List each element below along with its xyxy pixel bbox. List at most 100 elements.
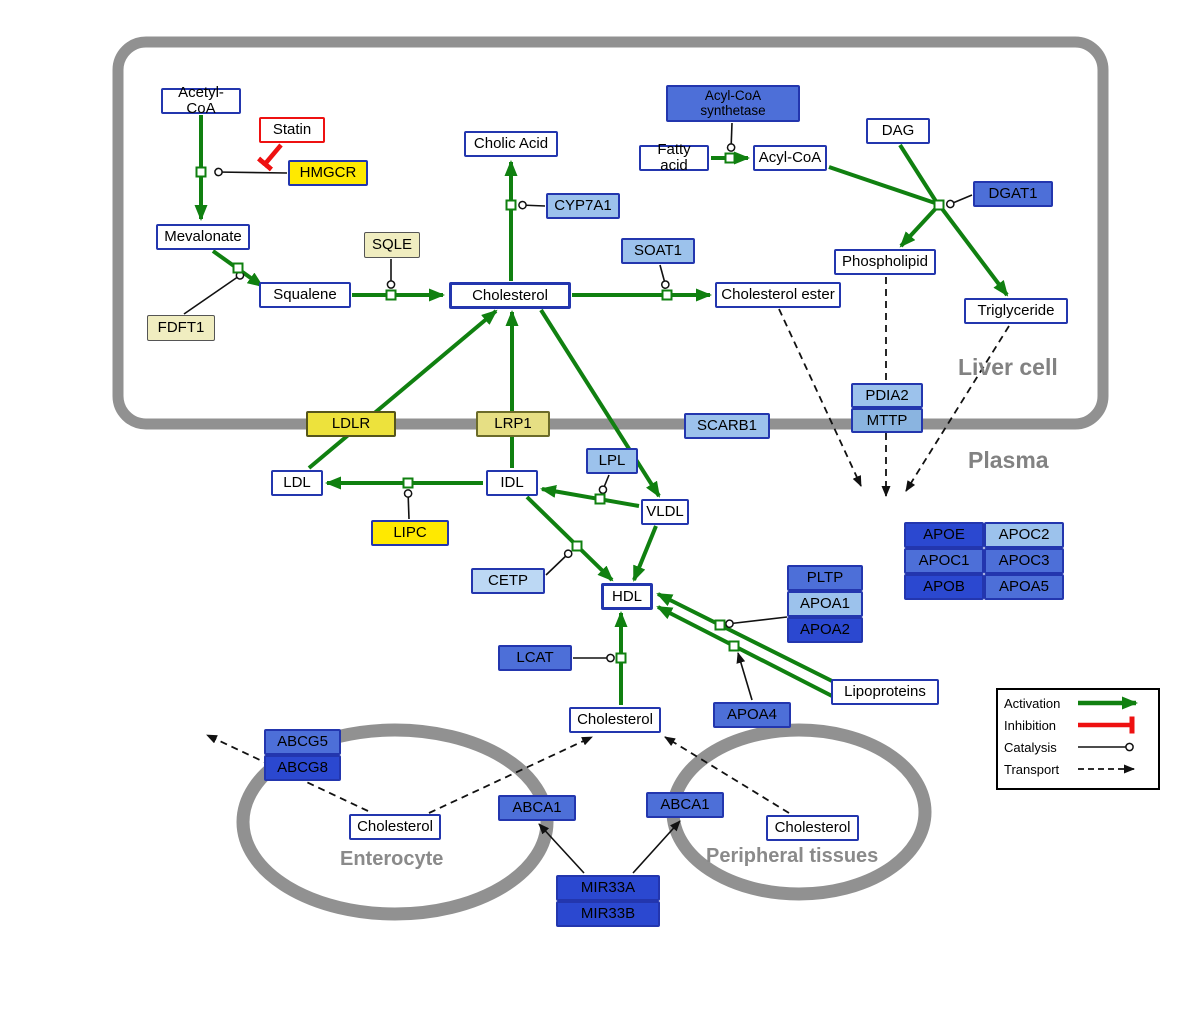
node-abcg8[interactable]: ABCG8 — [264, 755, 341, 781]
node-fatty-acid[interactable]: Fatty acid — [639, 142, 709, 173]
node-lrp1[interactable]: LRP1 — [476, 411, 550, 437]
node-mir33a[interactable]: MIR33A — [556, 875, 660, 901]
node-idl[interactable]: IDL — [486, 470, 538, 496]
node-soat1[interactable]: SOAT1 — [621, 238, 695, 264]
catalysis-dgat1 — [945, 194, 973, 209]
reaction-node — [571, 540, 583, 552]
node-mttp[interactable]: MTTP — [851, 408, 923, 433]
membrane-enterocyte — [236, 723, 554, 921]
plasma-label: Plasma — [968, 447, 1049, 473]
node-mevalonate[interactable]: Mevalonate — [156, 224, 250, 250]
activation-lipoproteins-hdl-upper — [656, 592, 835, 684]
arrow-mir33-abca1-enterocyte — [538, 823, 585, 874]
node-apoe[interactable]: APOE — [904, 522, 984, 548]
legend-activation-label: Activation — [1004, 696, 1061, 711]
node-lipoproteins[interactable]: Lipoproteins — [831, 679, 939, 705]
node-cholesterol-ester[interactable]: Cholesterol ester — [715, 282, 841, 308]
node-abcg5[interactable]: ABCG5 — [264, 729, 341, 755]
catalysis-lpl — [598, 474, 610, 495]
activation-ldl-ldlr-cholesterol — [307, 309, 498, 470]
activation-idl-hdl — [525, 495, 614, 582]
node-hmgcr[interactable]: HMGCR — [288, 160, 368, 186]
activation-vldl-hdl — [632, 525, 658, 582]
node-cholesterol-liver[interactable]: Cholesterol — [449, 282, 571, 309]
node-apoa5[interactable]: APOA5 — [984, 574, 1064, 600]
node-ldl[interactable]: LDL — [271, 470, 323, 496]
arrow-apoa4-hdl-line — [736, 652, 753, 701]
transport-abca1-peripheral — [664, 736, 790, 814]
legend-inhibition-label: Inhibition — [1004, 718, 1057, 733]
node-lipc[interactable]: LIPC — [371, 520, 449, 546]
catalysis-hmgcr — [214, 167, 288, 177]
catalysis-lipc — [403, 489, 413, 520]
legend-transport-label: Transport — [1004, 762, 1060, 777]
reaction-node — [661, 289, 673, 301]
node-cholesterol-peripheral[interactable]: Cholesterol — [766, 815, 859, 841]
catalysis-apoa-cluster — [725, 616, 788, 629]
node-acyl-coa[interactable]: Acyl-CoA — [753, 145, 827, 171]
reaction-node — [933, 199, 945, 211]
node-fdft1[interactable]: FDFT1 — [147, 315, 215, 341]
node-phospholipid[interactable]: Phospholipid — [834, 249, 936, 275]
node-abca1-peripheral[interactable]: ABCA1 — [646, 792, 724, 818]
node-acetyl-coa[interactable]: Acetyl-CoA — [161, 85, 241, 116]
node-cetp[interactable]: CETP — [471, 568, 545, 594]
node-triglyceride[interactable]: Triglyceride — [964, 298, 1068, 324]
inhibition-statin-hmgcr — [256, 143, 283, 172]
transport-abca1-enterocyte — [428, 736, 593, 814]
legend — [996, 688, 1160, 790]
reaction-node — [505, 199, 517, 211]
membrane-liver-cell — [112, 36, 1109, 430]
activation-acylcoa-junction — [828, 165, 939, 206]
reaction-node — [728, 640, 740, 652]
reaction-node — [615, 652, 627, 664]
node-scarb1[interactable]: SCARB1 — [684, 413, 770, 439]
catalysis-cetp — [545, 549, 573, 576]
catalysis-soat1 — [659, 264, 670, 289]
node-dag[interactable]: DAG — [866, 118, 930, 144]
node-apoc3[interactable]: APOC3 — [984, 548, 1064, 574]
node-apoa4[interactable]: APOA4 — [713, 702, 791, 728]
node-sqle[interactable]: SQLE — [364, 232, 420, 258]
reaction-node — [402, 477, 414, 489]
peripheral-tissues-label: Peripheral tissues — [706, 845, 879, 867]
node-ldlr[interactable]: LDLR — [306, 411, 396, 437]
node-hdl[interactable]: HDL — [601, 583, 653, 610]
node-apob[interactable]: APOB — [904, 574, 984, 600]
node-cyp7a1[interactable]: CYP7A1 — [546, 193, 620, 219]
node-mir33b[interactable]: MIR33B — [556, 901, 660, 927]
node-statin[interactable]: Statin — [259, 117, 325, 143]
liver-cell-label: Liver cell — [958, 354, 1058, 380]
node-cholesterol-plasma[interactable]: Cholesterol — [569, 707, 661, 733]
node-apoa2[interactable]: APOA2 — [787, 617, 863, 643]
node-vldl[interactable]: VLDL — [641, 499, 689, 525]
node-pdia2[interactable]: PDIA2 — [851, 383, 923, 408]
node-acyl-coa-synthetase[interactable]: Acyl-CoA synthetase — [666, 85, 800, 122]
catalysis-acylcoa-synthetase — [726, 122, 736, 152]
node-abca1-enterocyte[interactable]: ABCA1 — [498, 795, 576, 821]
reaction-node — [385, 289, 397, 301]
activation-junction-phospholipid — [899, 204, 940, 248]
node-lcat[interactable]: LCAT — [498, 645, 572, 671]
node-squalene[interactable]: Squalene — [259, 282, 351, 308]
transport-triglyceride-lipoproteins — [905, 325, 1010, 492]
reaction-node — [232, 262, 244, 274]
legend-catalysis-label: Catalysis — [1004, 740, 1057, 755]
node-apoc2[interactable]: APOC2 — [984, 522, 1064, 548]
reaction-node — [594, 493, 606, 505]
reaction-node — [714, 619, 726, 631]
node-cholic-acid[interactable]: Cholic Acid — [464, 131, 558, 157]
node-pltp[interactable]: PLTP — [787, 565, 863, 591]
activation-dag-junction — [898, 143, 939, 205]
node-cholesterol-enterocyte[interactable]: Cholesterol — [349, 814, 441, 840]
reaction-node — [724, 152, 736, 164]
node-dgat1[interactable]: DGAT1 — [973, 181, 1053, 207]
activation-lipoproteins-hdl-lower — [656, 605, 835, 699]
node-apoc1[interactable]: APOC1 — [904, 548, 984, 574]
node-apoa1[interactable]: APOA1 — [787, 591, 863, 617]
activation-junction-triglyceride — [938, 204, 1009, 297]
node-lpl[interactable]: LPL — [586, 448, 638, 474]
enterocyte-label: Enterocyte — [340, 848, 444, 870]
